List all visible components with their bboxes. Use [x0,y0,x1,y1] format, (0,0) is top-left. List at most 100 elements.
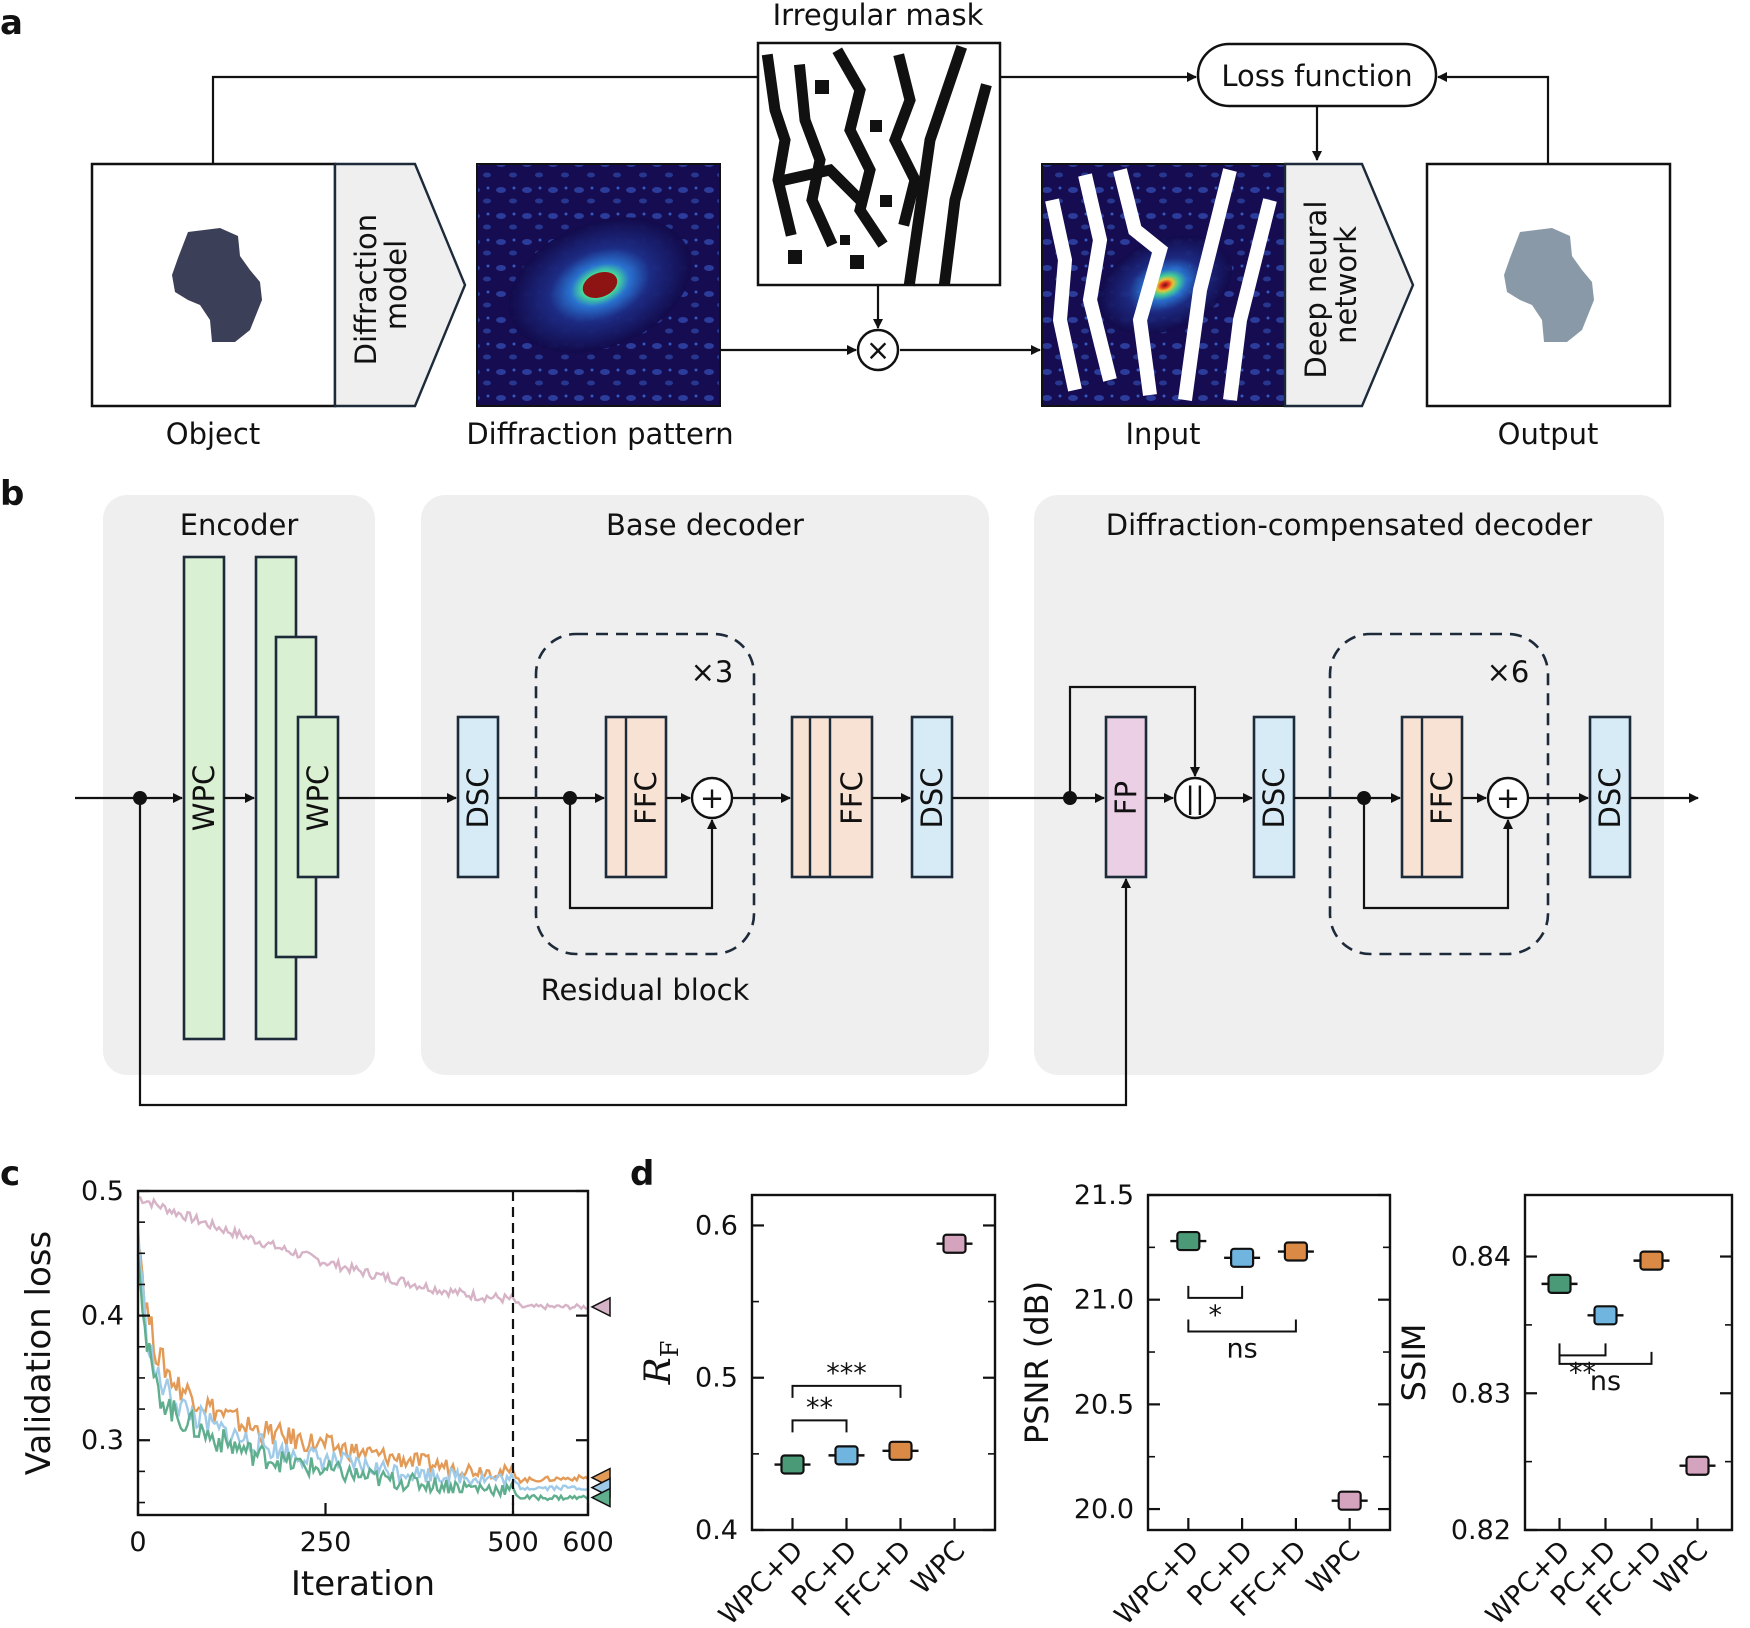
metric-marker [942,1233,967,1254]
metric-ytick-label: 0.6 [695,1210,738,1241]
sig-label: ** [1569,1357,1596,1388]
metric-marker [1230,1247,1255,1268]
sig-label: ** [806,1392,833,1423]
loss-ytick-label: 0.5 [81,1176,124,1207]
metric-ytick-label: 21.5 [1074,1180,1134,1211]
input-label: Input [1125,417,1200,451]
metric-ylabel: PSNR (dB) [1018,1281,1056,1444]
ffc-label-2: FFC [835,771,869,825]
add-symbol-2: + [1496,781,1520,815]
metric-marker [888,1440,913,1461]
fp-block [1104,715,1148,879]
output-label: Output [1498,417,1599,451]
loss-xtick-label: 250 [300,1527,352,1558]
metric-marker [1547,1273,1572,1294]
loss-end-marker-0 [590,1296,611,1318]
metric-marker [1593,1305,1618,1326]
loss-function-label: Loss function [1221,59,1412,93]
add-symbol-1: + [700,781,724,815]
sig-bracket [791,1419,848,1433]
repeat-x3: ×3 [691,655,734,689]
ffc-label-1: FFC [629,771,663,825]
metric-xtick-label: WPC [1301,1535,1367,1601]
sig-label: ns [1227,1334,1258,1365]
metric-marker [780,1454,805,1475]
metric-marker [1337,1490,1362,1511]
metric-ytick-label: 0.82 [1451,1515,1511,1546]
ffc-label-3: FFC [1425,771,1459,825]
repeat-x6: ×6 [1487,655,1530,689]
panel-b: Encoder Base decoder Diffraction-compens… [75,495,1699,1107]
fp-label: FP [1109,781,1143,815]
sig-bracket [1558,1343,1607,1357]
metric-ytick-label: 0.4 [695,1515,738,1546]
loss-series-3 [136,1254,589,1502]
metric-ylabel: SSIM [1395,1324,1433,1402]
diffraction-model-chevron [333,162,467,408]
loss-end-marker-3 [590,1487,611,1508]
panel-a: Object Diffraction model Diffraction pat… [90,0,1672,451]
multiply-node [856,328,900,372]
concat-symbol: || [1185,781,1205,815]
loss-series-0 [137,1196,589,1311]
metric-marker [1639,1250,1664,1271]
dc-decoder-title: Diffraction-compensated decoder [1106,508,1592,542]
base-decoder-title: Base decoder [606,508,804,542]
metric-marker [1176,1230,1201,1252]
metric-ytick-label: 0.83 [1451,1378,1511,1409]
output-shape [1504,228,1594,342]
metric-ytick-label: 0.84 [1451,1242,1511,1273]
irregular-mask-label: Irregular mask [773,0,984,32]
loss-plot-frame [136,1189,590,1517]
sig-bracket [1187,1319,1297,1333]
diffraction-model-label: Diffraction model [349,205,413,366]
metric-chart-1: 20.020.521.021.5WPC+DPC+DFFC+DWPC*nsPSNR… [1018,1180,1392,1628]
metric-ytick-label: 0.5 [695,1363,738,1394]
sig-bracket [791,1384,902,1398]
loss-xtick-label: 0 [129,1527,146,1558]
encoder-title: Encoder [180,508,299,542]
wpc-block-4 [296,715,340,879]
loss-ylabel: Validation loss [19,1231,59,1475]
loss-ytick-label: 0.4 [81,1301,124,1332]
dsc-block-3 [1252,715,1296,879]
metric-ytick-label: 20.0 [1074,1494,1134,1525]
loss-series-1 [136,1242,589,1485]
loss-ytick-label: 0.3 [81,1425,124,1456]
sig-bracket [1187,1285,1244,1299]
metric-marker [834,1445,859,1466]
metric-ytick-label: 20.5 [1074,1389,1134,1420]
dsc-label-1: DSC [461,768,495,829]
metric-marker [1685,1455,1710,1476]
object-shape [172,228,262,342]
wpc-label-2: WPC [301,765,335,831]
sig-label: * [1208,1300,1222,1331]
residual-block-label: Residual block [541,973,750,1007]
residual-block-1 [534,632,756,956]
sig-bracket [1558,1351,1653,1365]
sig-label: *** [826,1358,867,1389]
object-label: Object [166,417,260,451]
loss-xtick-label: 500 [487,1527,539,1558]
dsc-label-3: DSC [1257,768,1291,829]
diffraction-pattern-label: Diffraction pattern [466,417,733,451]
dsc-block-2 [910,715,954,879]
sig-label: ns [1590,1366,1621,1397]
metric-xtick-label: WPC [1649,1535,1715,1601]
panel-label-a: a [0,3,23,43]
metric-plot-frame [1523,1193,1734,1532]
dnn-label: Deep neural network [1299,191,1363,378]
panel-label-c: c [0,1154,20,1194]
ffc-block-3 [1400,715,1464,879]
metric-marker [1283,1241,1308,1262]
dsc-label-4: DSC [1593,768,1627,829]
metric-plot-frame [750,1193,997,1532]
dsc-label-2: DSC [915,768,949,829]
loss-xlabel: Iteration [291,1564,435,1604]
dc-decoder-group [1034,495,1664,1075]
dnn-chevron [1283,162,1415,408]
